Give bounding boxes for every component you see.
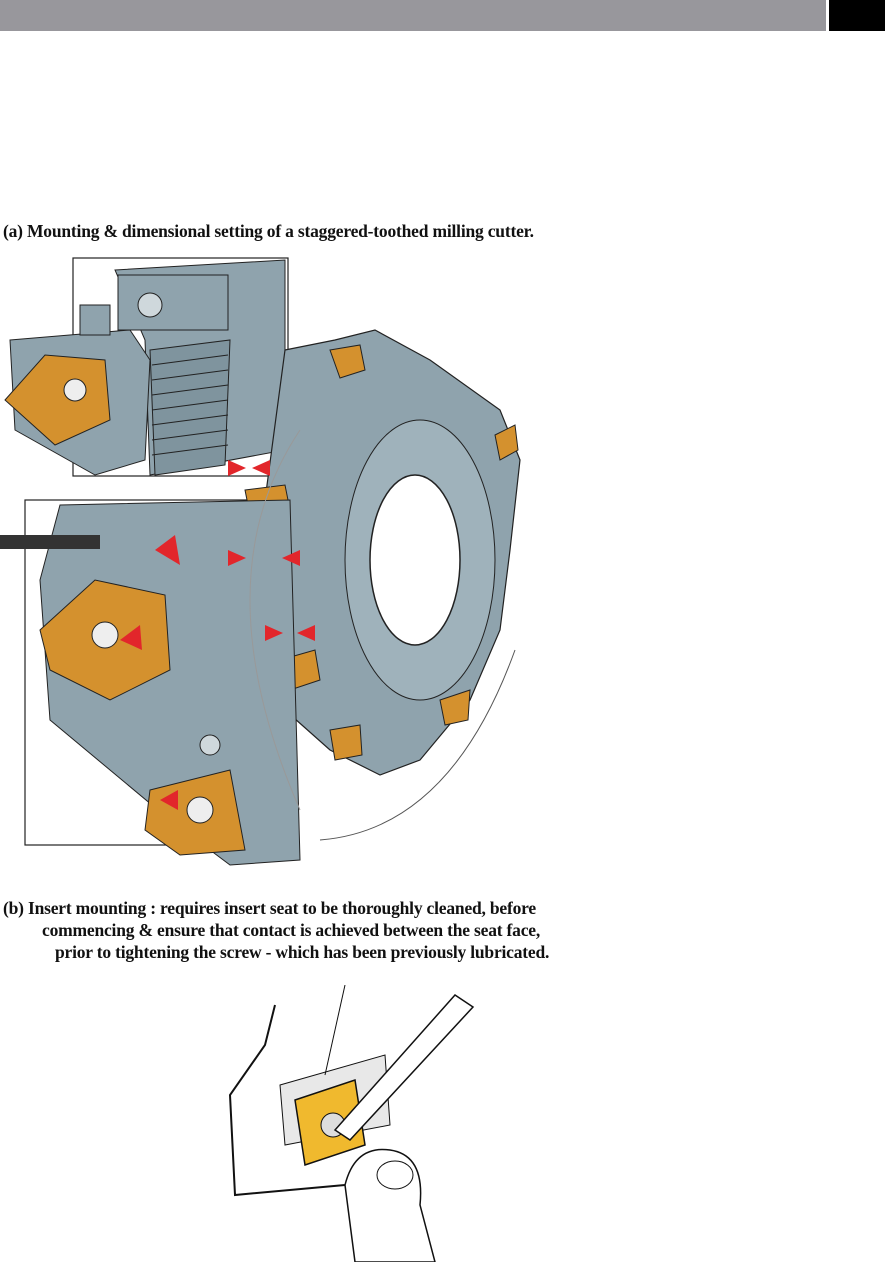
screwdriver [333, 994, 475, 1141]
caption-b-line2: commencing & ensure that contact is achi… [42, 920, 541, 940]
figure-a-milling-cutter [0, 257, 521, 866]
cutter-bore [369, 474, 461, 646]
finger [344, 1148, 436, 1262]
setting-arrows [120, 460, 315, 810]
hex-key [0, 535, 100, 549]
header-bar [0, 0, 826, 31]
caption-b-line3: prior to tightening the screw - which ha… [55, 942, 550, 962]
insert [4, 354, 111, 446]
caption-a: (a) Mounting & dimensional setting of a … [3, 221, 534, 241]
figure-b-insert-mounting [228, 985, 475, 1262]
caption-b-line1: (b) Insert mounting : requires insert se… [3, 898, 536, 918]
page-tab-marker [829, 0, 885, 31]
